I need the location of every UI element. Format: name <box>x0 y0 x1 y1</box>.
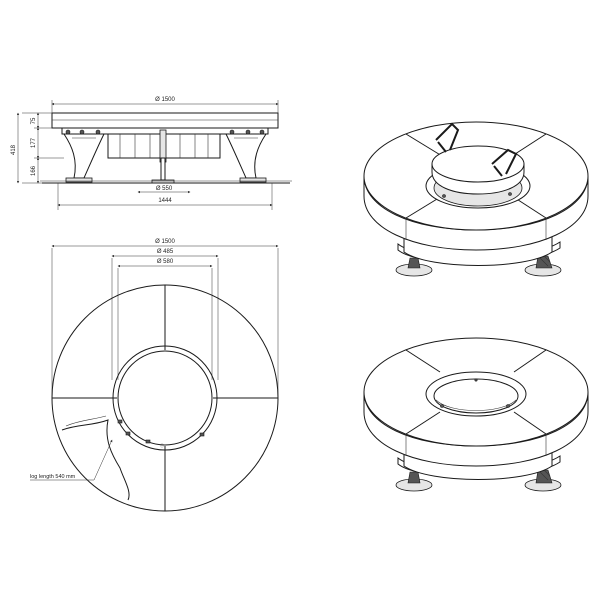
foot-right <box>239 177 267 183</box>
side-dim-base-diameter: Ø 550 <box>156 186 173 192</box>
plan-dim-outer-ring: Ø 485 <box>157 249 174 255</box>
iso1-feet <box>395 255 562 277</box>
side-dim-total-height: 418 <box>11 144 17 155</box>
side-dim-mid-height: 177 <box>31 137 37 148</box>
iso2-bowl-inner <box>433 378 519 414</box>
iso2-feet <box>395 469 562 492</box>
bowl-supports <box>107 129 221 163</box>
iso-view-open <box>363 337 589 492</box>
iso1-lid-handles <box>435 122 518 177</box>
plan-bowl-inner <box>117 350 213 446</box>
side-dim-overall: Ø 1500 <box>155 97 175 103</box>
table-top-slab <box>51 112 279 129</box>
plan-view: Ø 1500 Ø 485 Ø 580 ⓘ log length 540 mm <box>30 239 279 512</box>
centre-column <box>160 157 166 181</box>
plan-note-log-length: log length 540 mm <box>30 474 76 480</box>
side-dim-top-height: 75 <box>31 117 37 124</box>
plan-dim-inner-ring: Ø 580 <box>157 259 174 265</box>
plan-break-line <box>61 419 130 501</box>
side-dim-base-width: 1444 <box>158 198 172 204</box>
side-dim-leg-height: 166 <box>31 165 37 176</box>
iso-view-with-lid <box>363 121 589 277</box>
plan-dim-overall: Ø 1500 <box>155 239 175 245</box>
plan-bowl-outer <box>112 345 218 451</box>
left-leg <box>63 133 105 179</box>
right-leg <box>225 133 267 179</box>
svg-text:ⓘ: ⓘ <box>160 442 164 448</box>
side-elevation-view: Ø 1500 Ø 550 1444 418 75 177 166 <box>11 97 292 210</box>
foot-left <box>65 177 93 183</box>
